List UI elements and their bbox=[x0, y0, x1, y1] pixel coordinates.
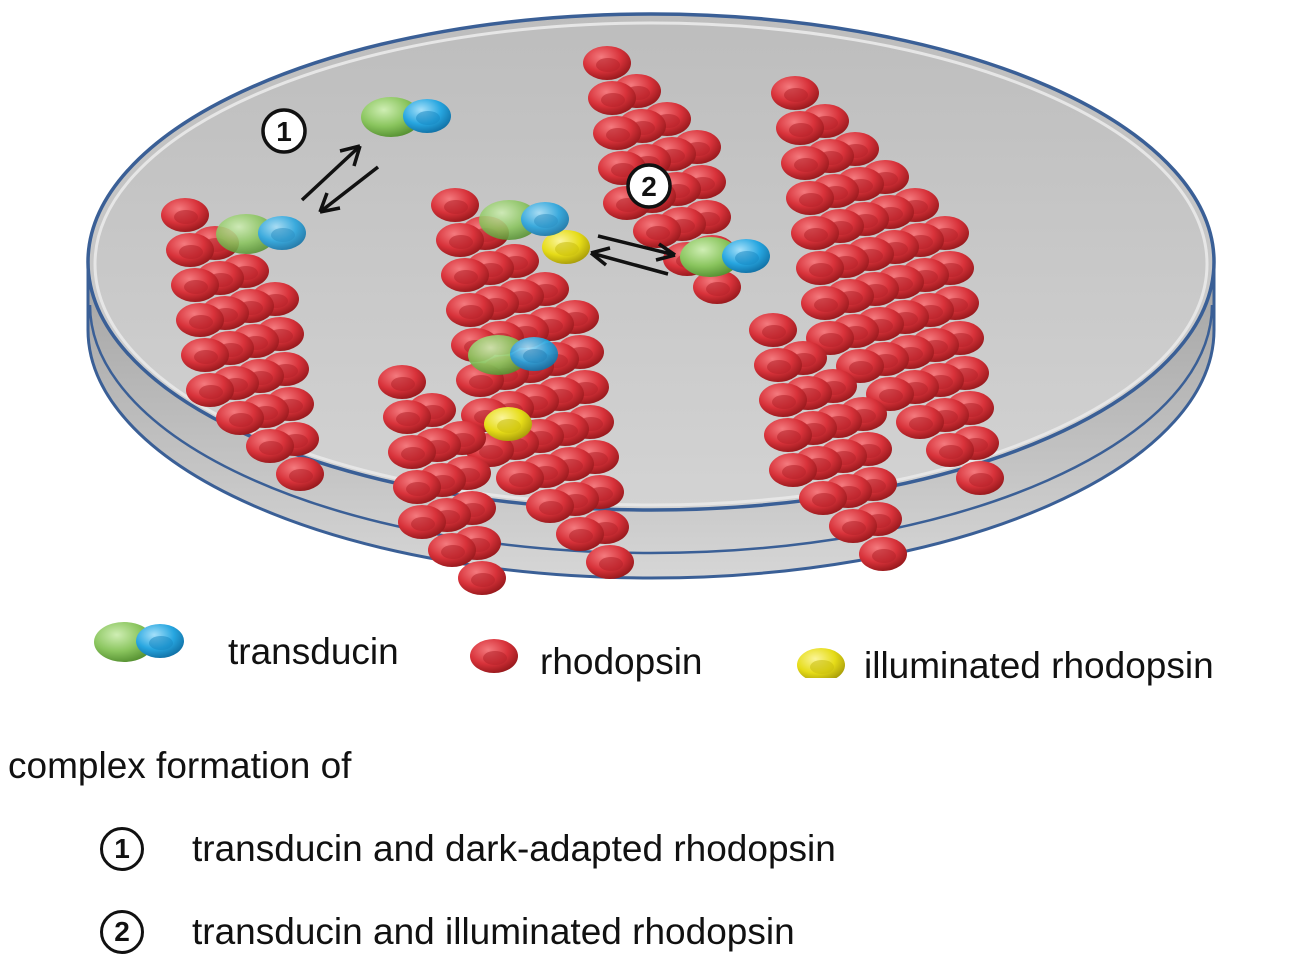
transducin-free-1 bbox=[361, 97, 451, 137]
legend-rhodopsin-icon bbox=[470, 639, 518, 673]
rhodopsin-disc bbox=[781, 146, 829, 180]
svg-text:2: 2 bbox=[641, 171, 657, 202]
caption-item-2-number: 2 bbox=[100, 910, 144, 954]
caption-item-1: 1 transducin and dark-adapted rhodopsin bbox=[100, 824, 836, 874]
rhodopsin-disc bbox=[859, 537, 907, 571]
rhodopsin-disc bbox=[588, 81, 636, 115]
rhodopsin-disc bbox=[428, 533, 476, 567]
svg-text:1: 1 bbox=[276, 116, 292, 147]
rhodopsin-disc bbox=[446, 293, 494, 327]
rhodopsin-disc bbox=[956, 461, 1004, 495]
caption-title: complex formation of bbox=[8, 745, 352, 786]
equilibrium-arrows-2 bbox=[589, 234, 676, 276]
rhodopsin-disc bbox=[441, 258, 489, 292]
rhodopsin-disc bbox=[383, 400, 431, 434]
marker-2: 2 bbox=[626, 163, 672, 209]
rhodopsin-disc bbox=[786, 181, 834, 215]
rhodopsin-disc bbox=[186, 373, 234, 407]
illuminated-rhodopsin-disc bbox=[484, 407, 532, 441]
legend-illuminated-icon bbox=[797, 648, 845, 678]
equilibrium-arrows-1 bbox=[300, 144, 380, 214]
rhodopsin-disc bbox=[378, 365, 426, 399]
rhodopsin-disc bbox=[796, 251, 844, 285]
caption-item-1-number: 1 bbox=[100, 827, 144, 871]
rhodopsin-disc bbox=[829, 509, 877, 543]
rhodopsin-disc bbox=[246, 429, 294, 463]
membrane-diagram: 1 2 bbox=[86, 12, 1216, 595]
rhodopsin-disc bbox=[799, 481, 847, 515]
rhodopsin-disc bbox=[926, 433, 974, 467]
rhodopsin-disc bbox=[771, 76, 819, 110]
rhodopsin-disc bbox=[759, 383, 807, 417]
transducin-bound-3 bbox=[468, 335, 558, 375]
transducin-complex-2 bbox=[479, 200, 569, 240]
rhodopsin-disc bbox=[176, 303, 224, 337]
rhodopsin-disc bbox=[801, 286, 849, 320]
legend-rhodopsin-label: rhodopsin bbox=[540, 641, 703, 682]
caption-item-2-text: transducin and illuminated rhodopsin bbox=[192, 911, 795, 952]
rhodopsin-disc bbox=[496, 461, 544, 495]
rhodopsin-disc bbox=[769, 453, 817, 487]
rhodopsin-disc bbox=[161, 198, 209, 232]
transducin-free-2 bbox=[680, 237, 770, 277]
caption-item-2: 2 transducin and illuminated rhodopsin bbox=[100, 907, 795, 957]
rhodopsin-disc bbox=[171, 268, 219, 302]
rhodopsin-disc bbox=[776, 111, 824, 145]
rhodopsin-disc bbox=[398, 505, 446, 539]
rhodopsin-disc bbox=[393, 470, 441, 504]
transducin-complex-1 bbox=[216, 214, 306, 254]
rhodopsin-disc bbox=[181, 338, 229, 372]
legend-illuminated-label: illuminated rhodopsin bbox=[864, 645, 1214, 686]
rhodopsin-disc bbox=[749, 313, 797, 347]
rhodopsin-disc bbox=[586, 545, 634, 579]
rhodopsin-disc bbox=[583, 46, 631, 80]
rhodopsin-disc bbox=[593, 116, 641, 150]
rhodopsin-disc bbox=[556, 517, 604, 551]
legend-transducin-icon bbox=[94, 622, 184, 662]
rhodopsin-disc bbox=[458, 561, 506, 595]
rhodopsin-disc bbox=[896, 405, 944, 439]
rhodopsin-disc bbox=[166, 233, 214, 267]
marker-1: 1 bbox=[261, 108, 307, 154]
rhodopsin-disc bbox=[216, 401, 264, 435]
caption-item-1-text: transducin and dark-adapted rhodopsin bbox=[192, 828, 836, 869]
rhodopsin-disc bbox=[764, 418, 812, 452]
legend-transducin-label: transducin bbox=[228, 631, 399, 672]
rhodopsin-disc bbox=[633, 214, 681, 248]
rhodopsin-disc bbox=[436, 223, 484, 257]
rhodopsin-disc bbox=[431, 188, 479, 222]
rhodopsin-disc bbox=[388, 435, 436, 469]
rhodopsin-disc bbox=[276, 457, 324, 491]
rhodopsin-disc bbox=[791, 216, 839, 250]
rhodopsin-disc bbox=[526, 489, 574, 523]
rhodopsin-disc bbox=[754, 348, 802, 382]
